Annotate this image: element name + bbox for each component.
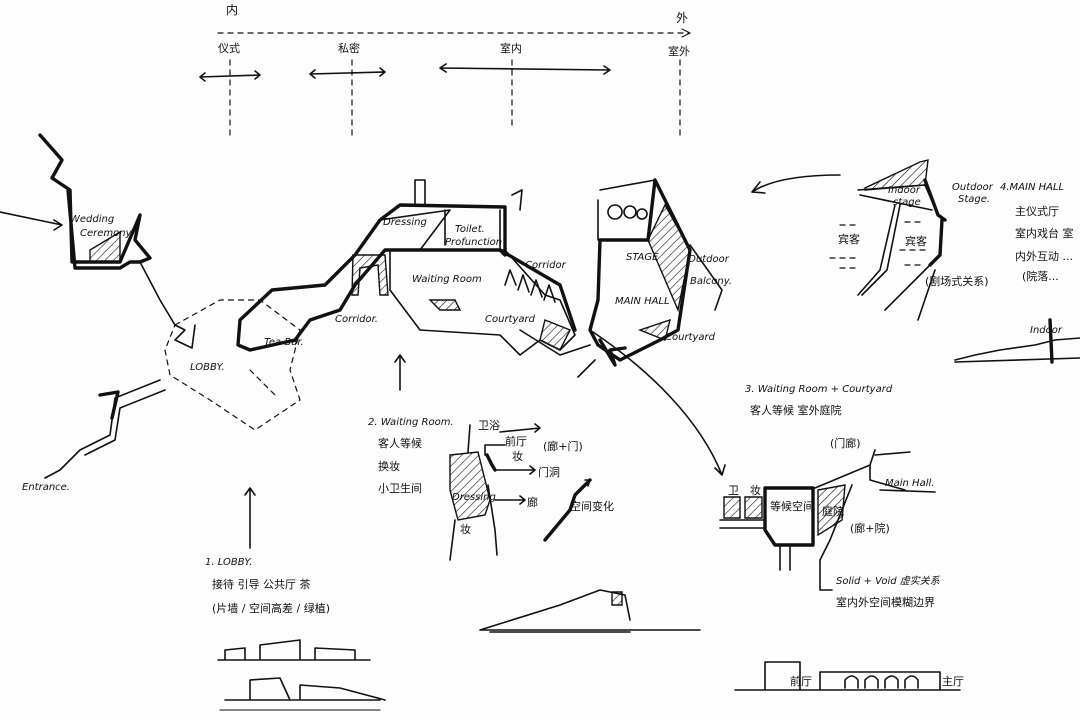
toilet-label: Toilet. xyxy=(455,224,485,235)
main-hall-sketch xyxy=(751,159,1080,364)
courtyard-note: 客人等候 室外庭院 xyxy=(750,403,842,417)
waiting-sketch-label: 卫浴 xyxy=(478,419,500,432)
guests-label: 宾客 xyxy=(838,232,860,246)
waiting-note: 小卫生间 xyxy=(378,481,422,495)
outdoor-label: Outdoor xyxy=(688,254,730,265)
courtyard-notes-title: 3. Waiting Room + Courtyard xyxy=(745,384,893,395)
courtyard-sketch xyxy=(589,329,936,591)
lobby-sections xyxy=(217,639,386,711)
axis-inner-label: 内 xyxy=(226,3,238,17)
outdoor-stage-label: Outdoor xyxy=(952,182,994,193)
main-hall-label: MAIN HALL xyxy=(615,296,670,307)
main-hall-section-label: 主厅 xyxy=(942,675,964,688)
courtyard-sketch-label: (廊+院) xyxy=(850,521,890,535)
waiting-sketch-label: 妆 xyxy=(460,523,471,536)
lobby-label: LOBBY. xyxy=(190,362,225,373)
courtyard-sketch-label: Main Hall. xyxy=(885,478,934,489)
courtyard-right-label: Courtyard xyxy=(665,332,716,343)
axis-zone-label: 室外 xyxy=(668,44,690,58)
main-hall-note: (院落... xyxy=(1022,269,1059,283)
lobby-note: (片墙 / 空间高差 / 绿植) xyxy=(212,601,330,615)
axis-outer-label: 外 xyxy=(676,11,688,25)
indoor-stage-label: stage xyxy=(893,197,921,208)
tea-bar-label: Tea Bar. xyxy=(264,337,304,348)
waiting-room-notes-title: 2. Waiting Room. xyxy=(368,417,454,428)
indoor-stage-label: Indoor xyxy=(888,185,921,196)
entrance-label: Entrance. xyxy=(22,482,70,493)
courtyard-sketch-label: 庭院 xyxy=(822,504,844,518)
indoor-label: Indoor xyxy=(1030,325,1063,336)
waiting-note: 换妆 xyxy=(378,459,400,473)
waiting-note: 客人等候 xyxy=(378,436,422,450)
waiting-sketch-label: 廊 xyxy=(527,495,538,509)
main-hall-note: 主仪式厅 xyxy=(1015,205,1059,218)
main-hall-note: 内外互动 ... xyxy=(1015,249,1073,263)
corridor-right-label: Corridor xyxy=(525,260,567,271)
courtyard-label: Courtyard xyxy=(485,314,536,325)
profunction-label: Profunction xyxy=(445,237,502,248)
main-hall-notes-title: 4.MAIN HALL xyxy=(1000,182,1064,193)
site-plan-left xyxy=(0,133,301,549)
courtyard-sketch-label: 等候空间 xyxy=(770,499,814,513)
axis-zone-label: 私密 xyxy=(338,41,360,55)
central-axonometric xyxy=(236,178,723,391)
waiting-room-label: Waiting Room xyxy=(412,274,482,285)
axis-zone-label: 室内 xyxy=(500,41,522,55)
courtyard-note: 室内外空间模糊边界 xyxy=(836,595,935,609)
theatre-label: (剧场式关系) xyxy=(925,274,989,288)
inner-outer-axis xyxy=(199,28,691,141)
courtyard-sketch-label: (门廊) xyxy=(830,436,861,450)
balcony-label: Balcony. xyxy=(690,276,732,287)
front-hall-label: 前厅 xyxy=(790,674,812,688)
main-hall-note: 室内戏台 室 xyxy=(1015,226,1074,240)
waiting-room-sketch xyxy=(449,423,701,633)
ceremony-label: Ceremony xyxy=(80,228,133,239)
stage-label: STAGE xyxy=(626,252,659,263)
dressing-label: Dressing xyxy=(383,217,427,228)
lobby-notes-title: 1. LOBBY. xyxy=(205,557,252,568)
courtyard-sketch-label: 卫 xyxy=(728,484,739,497)
courtyard-sketch-label: 妆 xyxy=(750,484,761,497)
hall-section xyxy=(734,661,961,691)
waiting-sketch-label: Dressing xyxy=(452,492,496,503)
courtyard-note: Solid + Void 虚实关系 xyxy=(836,575,941,587)
waiting-sketch-label: 空间变化 xyxy=(570,499,614,513)
lobby-note: 接待 引导 公共厅 茶 xyxy=(212,577,311,591)
waiting-sketch-label: 妆 xyxy=(512,450,523,463)
waiting-sketch-label: 前厅 xyxy=(505,434,527,448)
outdoor-stage-label: Stage. xyxy=(958,194,990,205)
wedding-label: Wedding xyxy=(70,214,114,225)
waiting-sketch-label: (廊+门) xyxy=(543,439,583,453)
waiting-sketch-label: 门洞 xyxy=(538,465,560,479)
corridor-label: Corridor. xyxy=(335,314,378,325)
axis-zone-label: 仪式 xyxy=(218,42,240,55)
guests-label: 宾客 xyxy=(905,234,927,248)
